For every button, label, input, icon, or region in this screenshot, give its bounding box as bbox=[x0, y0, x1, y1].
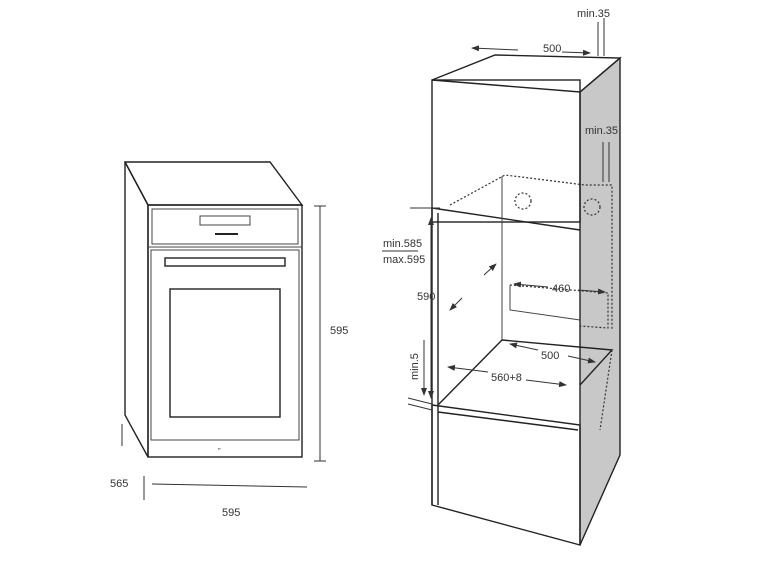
oven-depth-label: 565 bbox=[110, 478, 128, 490]
niche-width-label: 560+8 bbox=[491, 372, 522, 384]
oven-height-in-niche-label: 590 bbox=[417, 291, 435, 303]
svg-text:▪▪: ▪▪ bbox=[218, 446, 221, 451]
niche-dimensions: 500 min.35 min.35 min.585 max.595 590 mi… bbox=[382, 8, 618, 411]
cabinet-top bbox=[431, 54, 622, 93]
cabinet-drawing bbox=[431, 54, 622, 546]
upper-cabinet bbox=[431, 79, 581, 223]
oven-front bbox=[147, 204, 303, 458]
oven-height-label: 595 bbox=[330, 325, 348, 337]
oven-side bbox=[124, 161, 149, 458]
oven-dimensions: 595 595 565 bbox=[110, 205, 348, 519]
oven-top bbox=[123, 161, 304, 206]
door-handle bbox=[164, 257, 286, 267]
rear-width-label: 460 bbox=[552, 283, 570, 295]
oven-door bbox=[150, 249, 300, 441]
niche-height-max-label: max.595 bbox=[383, 254, 425, 266]
oven-display bbox=[199, 215, 251, 226]
door-window bbox=[169, 288, 281, 418]
rear-gap-label: min.35 bbox=[585, 125, 618, 137]
top-gap-label: min.35 bbox=[577, 8, 610, 20]
niche-height-min-label: min.585 bbox=[383, 238, 422, 250]
top-depth-label: 500 bbox=[543, 43, 561, 55]
base-cabinet bbox=[431, 404, 581, 546]
oven-width-label: 595 bbox=[222, 507, 240, 519]
oven-drawing: ▪▪ bbox=[123, 161, 304, 458]
control-panel bbox=[151, 208, 299, 245]
bottom-gap-label: min.5 bbox=[409, 353, 421, 380]
inner-depth-label: 500 bbox=[541, 350, 559, 362]
